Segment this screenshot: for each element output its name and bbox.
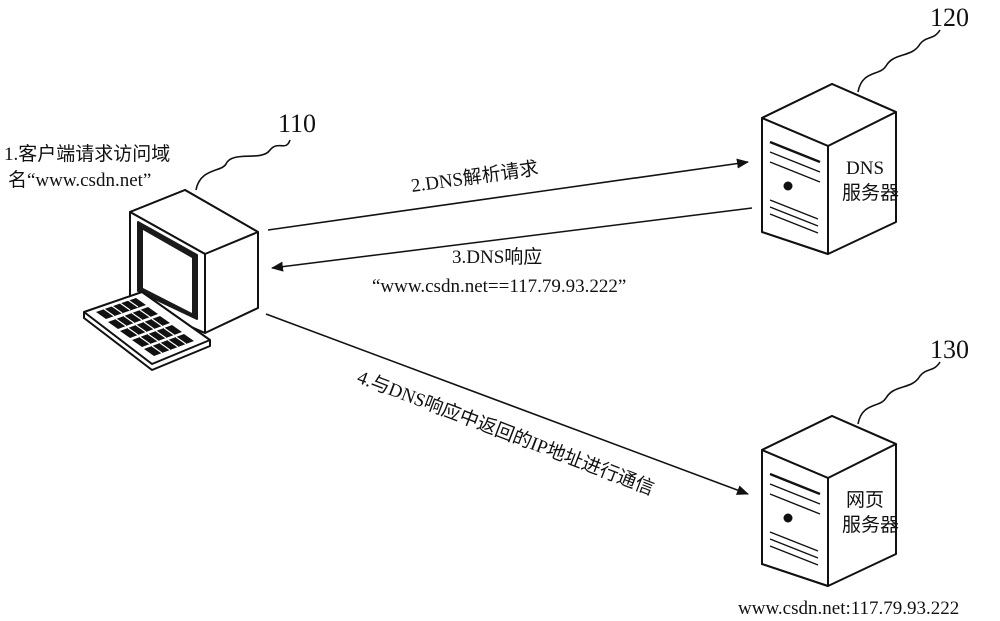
client-request-text-line1: 1.客户端请求访问域 xyxy=(4,143,170,165)
dns-server-label-line2: 服务器 xyxy=(842,182,899,204)
dns-server-icon xyxy=(761,83,897,255)
dns-request-arrow xyxy=(267,158,749,231)
keyboard-key-dividers xyxy=(103,299,187,354)
dns-server-label-line1: DNS xyxy=(846,158,884,179)
client-ref-leader xyxy=(195,139,291,191)
dns-response-arrow xyxy=(271,207,753,272)
web-server-label-line1: 网页 xyxy=(846,490,884,511)
dns-server-ref-leader xyxy=(857,29,941,93)
dns-response-label-line2: “www.csdn.net==117.79.93.222” xyxy=(372,276,626,297)
keyboard-keys xyxy=(96,298,194,356)
web-server-icon xyxy=(761,415,897,587)
web-server-label-line2: 服务器 xyxy=(842,514,899,536)
dns-server-ref-number: 120 xyxy=(930,3,969,32)
communicate-label: 4.与DNS响应中返回的IP地址进行通信 xyxy=(354,366,657,500)
client-ref-number: 110 xyxy=(278,109,316,138)
web-server-ref-number: 130 xyxy=(930,335,969,364)
dns-server-power-led xyxy=(783,181,793,191)
dns-response-label-line1: 3.DNS响应 xyxy=(452,246,542,268)
dns-request-label: 2.DNS解析请求 xyxy=(410,157,540,197)
web-server-power-led xyxy=(783,513,793,523)
web-server-address: www.csdn.net:117.79.93.222 xyxy=(738,598,959,619)
client-request-text-line2: 名“www.csdn.net” xyxy=(8,169,151,191)
web-server-ref-leader xyxy=(857,361,941,425)
communicate-arrow xyxy=(265,313,749,495)
